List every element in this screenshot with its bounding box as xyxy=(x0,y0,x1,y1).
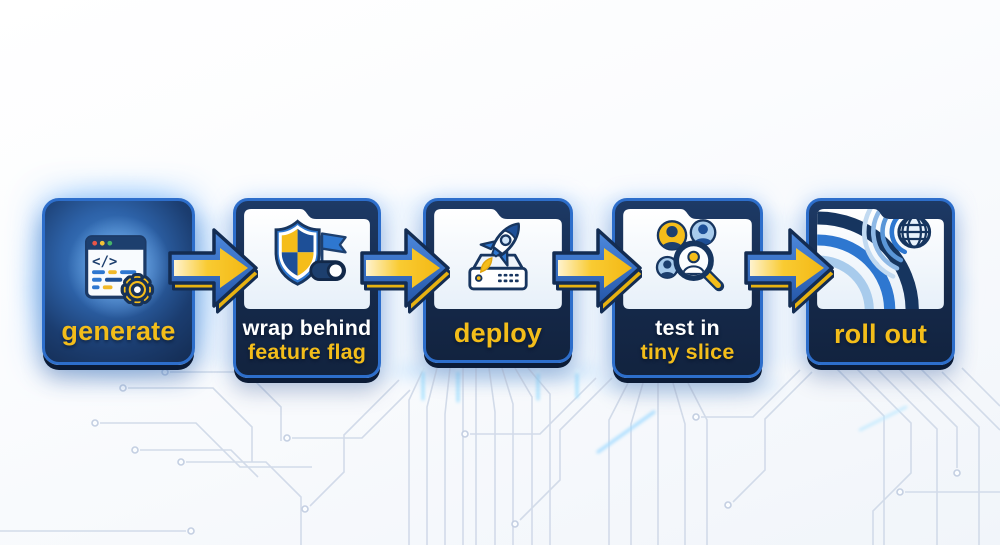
glow-highlights xyxy=(420,366,908,454)
code-glyph: </> xyxy=(92,254,117,270)
shield-feature-flag-toggle-icon xyxy=(274,219,347,286)
rocket-icon xyxy=(479,222,520,274)
step-label: generate xyxy=(61,316,176,347)
step-label-line2: feature flag xyxy=(247,340,367,364)
step-label-line2: tiny slice xyxy=(640,340,735,364)
arrow-right-icon xyxy=(552,222,642,314)
server-icon xyxy=(468,253,528,291)
step-label-line1: wrap behind xyxy=(242,316,372,341)
arrow-right-icon xyxy=(168,222,258,314)
arrow-right-icon xyxy=(360,222,450,314)
globe-icon xyxy=(897,215,932,249)
trace-lines xyxy=(0,367,1000,545)
rocket-launch-server-icon xyxy=(468,222,528,291)
flag-icon xyxy=(320,232,347,265)
users-magnifier-icon xyxy=(655,219,724,292)
step-label-line1: test in xyxy=(655,316,720,341)
gear-icon xyxy=(120,272,154,307)
step-card-deploy: deploy xyxy=(423,198,573,363)
step-label: deploy xyxy=(453,317,543,348)
step-card-wrap-behind-feature-flag: wrap behind feature flag xyxy=(233,198,381,378)
step-card-test-in-tiny-slice: test in tiny slice xyxy=(612,198,763,378)
magnifier-icon xyxy=(672,240,724,292)
code-window-gear-icon: </> xyxy=(66,215,171,319)
shield-icon xyxy=(274,219,321,286)
arrow-right-icon xyxy=(744,222,834,314)
toggle-icon xyxy=(309,260,347,281)
step-label: roll out xyxy=(833,318,928,349)
trace-node-dots xyxy=(91,368,961,535)
